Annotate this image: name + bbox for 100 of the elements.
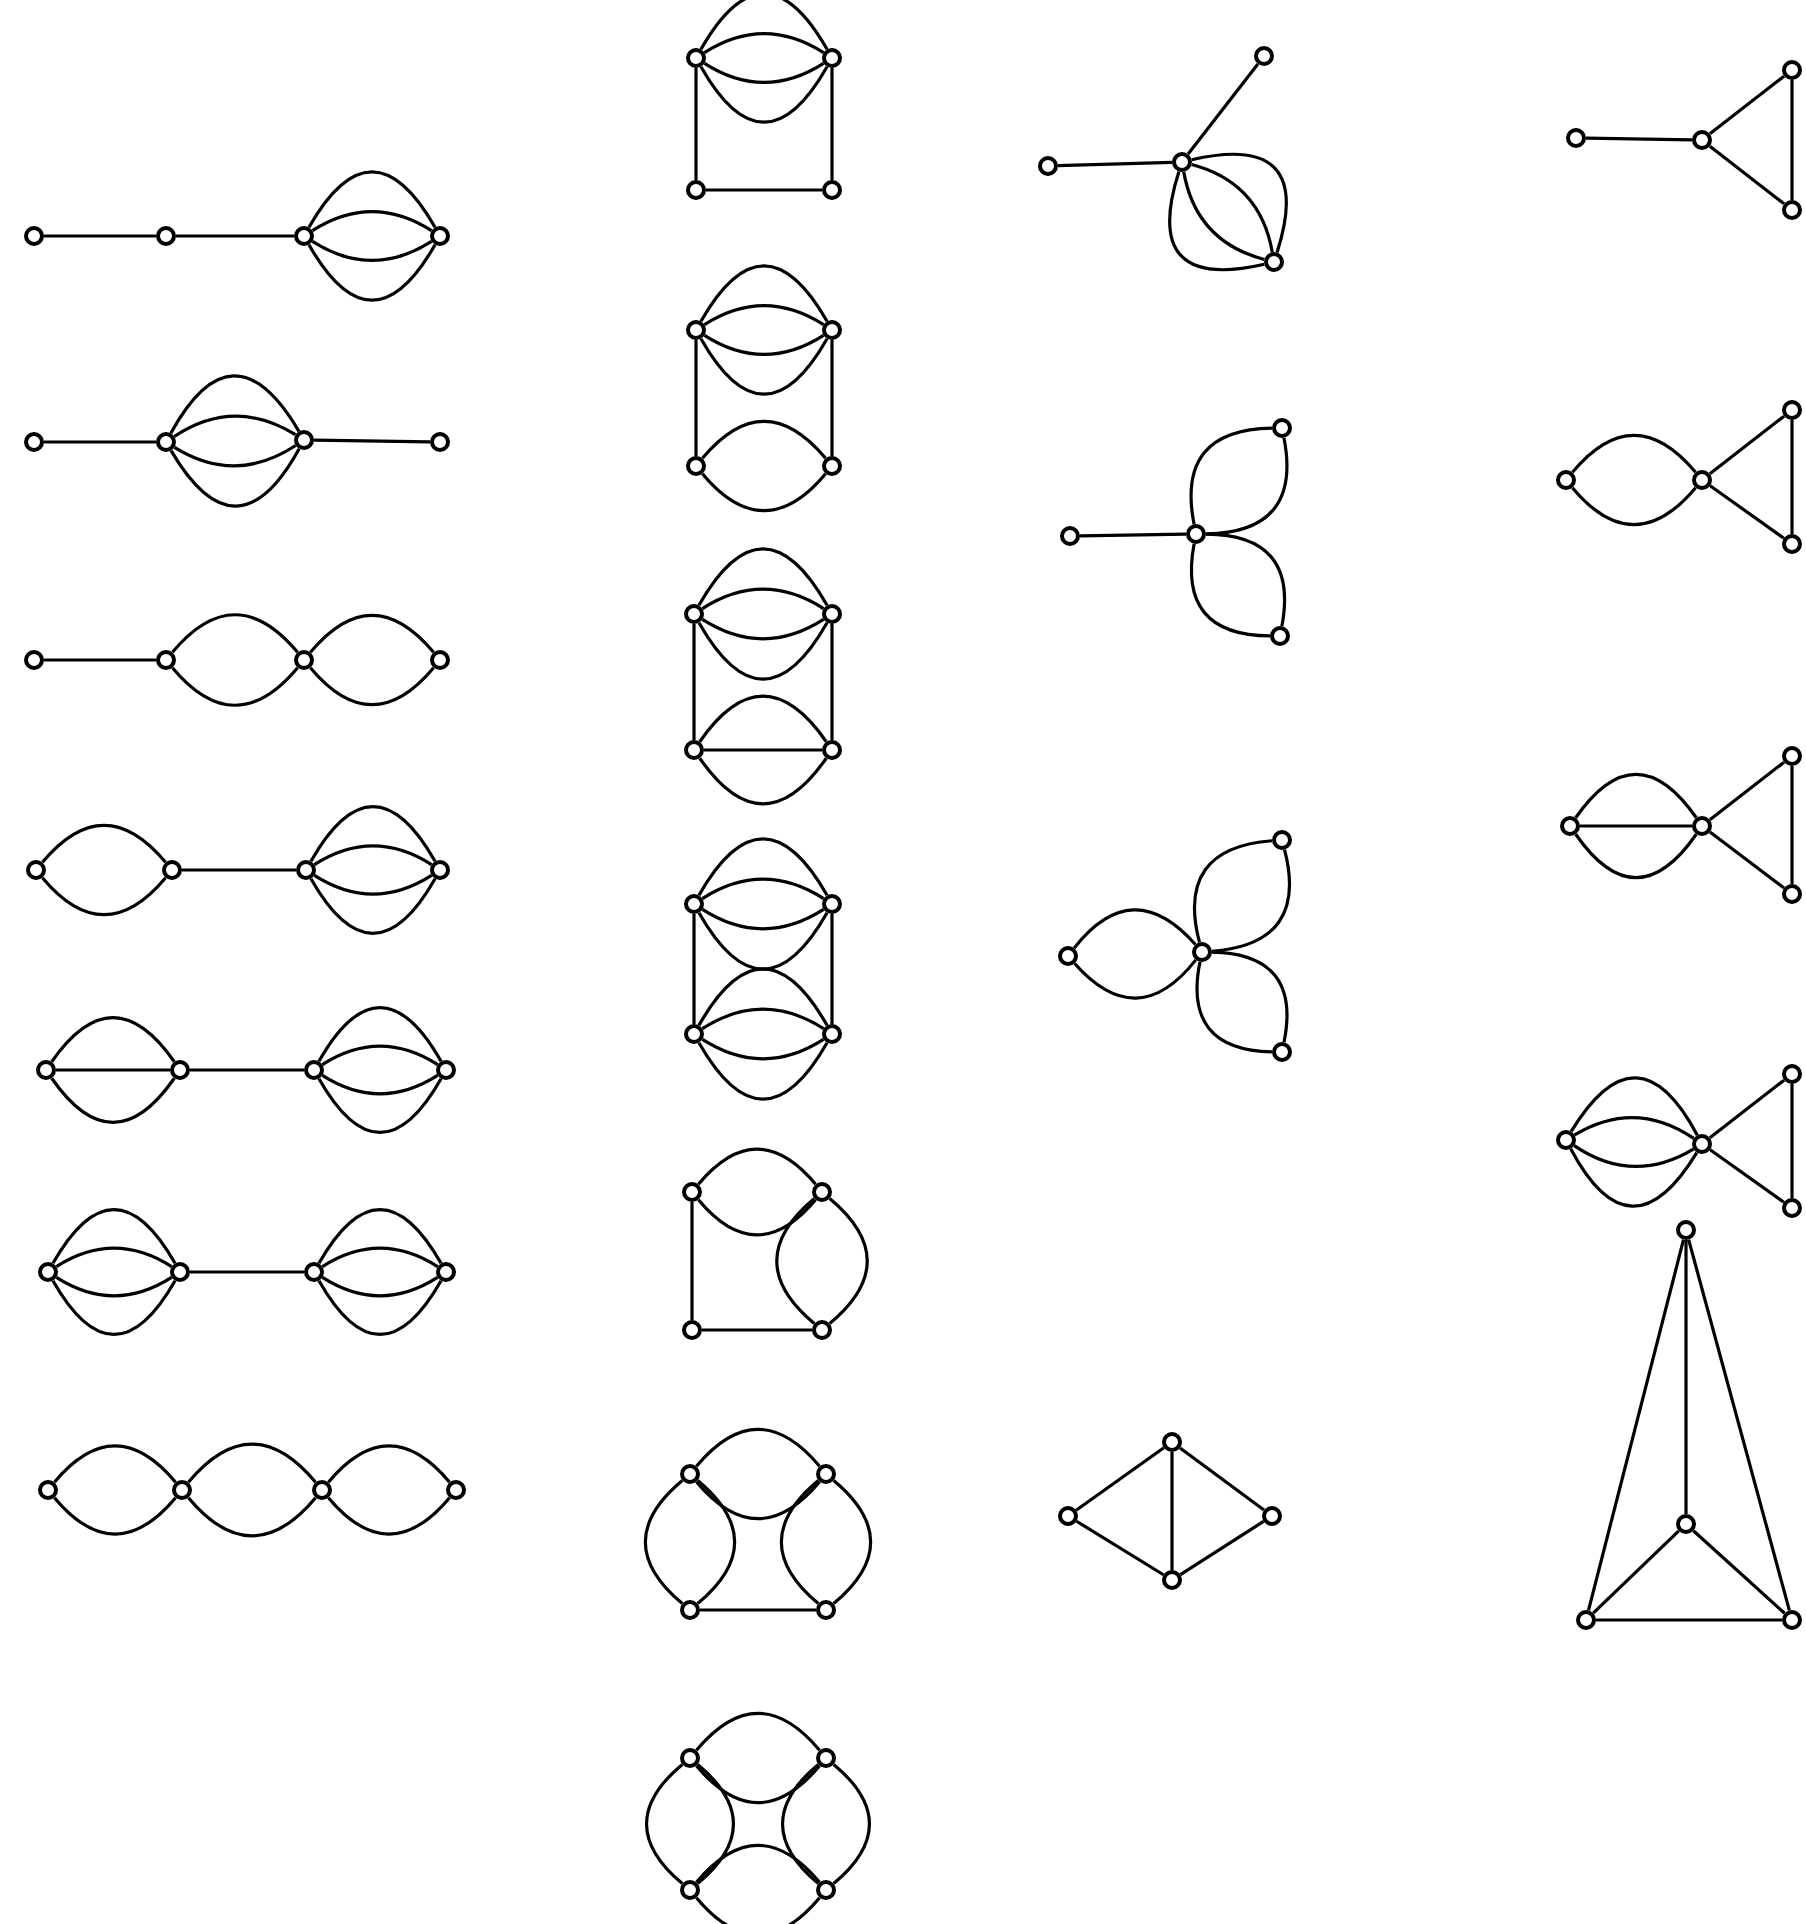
edge-line	[51, 1279, 177, 1336]
edge-line	[697, 1147, 817, 1186]
edge-line	[317, 1006, 443, 1063]
edge-line	[1708, 74, 1786, 136]
edge-line	[830, 624, 834, 740]
edge-line	[44, 234, 156, 238]
edge-line	[1790, 766, 1794, 884]
edge-line	[190, 1270, 304, 1274]
edge-line	[1170, 1452, 1174, 1570]
edge-line	[703, 62, 825, 84]
edge-line	[697, 547, 829, 607]
edge-line	[828, 1197, 869, 1325]
edge-line	[704, 748, 822, 752]
edge-line	[313, 844, 433, 866]
edge-line	[313, 874, 433, 896]
edge-line	[1057, 160, 1173, 168]
edge-line	[1189, 543, 1271, 638]
edge-line	[694, 340, 698, 456]
edge-line	[1075, 1519, 1165, 1577]
edge-line	[55, 1246, 173, 1268]
edge-line	[692, 914, 696, 1024]
edge-line	[1079, 532, 1187, 538]
edge-line	[187, 1496, 317, 1538]
edge-line	[1708, 144, 1786, 206]
edge-line	[1186, 62, 1260, 156]
edge-line	[190, 1068, 304, 1072]
edge-line	[309, 805, 437, 863]
edge-line	[699, 0, 829, 51]
edge-line	[775, 1197, 816, 1325]
edge-line	[697, 621, 829, 681]
edge-line	[695, 1896, 821, 1924]
edge-line	[697, 1198, 817, 1237]
edge-line	[643, 1479, 684, 1605]
edge-line	[1709, 830, 1785, 890]
edge-line	[1189, 426, 1273, 525]
edge-line	[1574, 833, 1698, 880]
edge-line	[695, 1480, 821, 1521]
edge-line	[830, 914, 834, 1024]
edge-line	[830, 340, 834, 456]
edge-line	[1585, 136, 1693, 142]
edge-line	[1179, 1520, 1265, 1576]
edge-line	[44, 658, 156, 662]
edge-line	[644, 1763, 684, 1885]
edge-line	[694, 68, 698, 180]
edge-line	[1205, 437, 1289, 536]
edge-line	[1569, 1076, 1699, 1136]
edge-line	[1168, 171, 1265, 272]
edge-line	[1709, 484, 1785, 540]
edge-line	[173, 444, 297, 468]
edge-line	[1179, 1446, 1265, 1512]
edge-line	[699, 337, 829, 396]
edge-line	[171, 613, 299, 654]
edge-line	[317, 1279, 443, 1336]
edge-line	[321, 1246, 439, 1268]
edge-line	[1586, 1239, 1686, 1611]
edge-line	[1195, 961, 1273, 1054]
edge-line	[1571, 433, 1697, 474]
edge-line	[832, 1763, 872, 1885]
edge-line	[696, 1479, 737, 1605]
edge-line	[1790, 1084, 1794, 1198]
edge-line	[1709, 1148, 1785, 1204]
edge-line	[830, 68, 834, 180]
edge-line	[701, 587, 825, 610]
edge-line	[701, 419, 827, 460]
edge-line	[1569, 1148, 1699, 1208]
edge-line	[1072, 908, 1197, 950]
edge-line	[317, 1077, 443, 1134]
edge-line	[701, 1007, 825, 1030]
edge-line	[1790, 80, 1794, 200]
edge-line	[50, 1016, 176, 1063]
edge-line	[311, 240, 433, 262]
edge-line	[1571, 486, 1697, 527]
edge-line	[699, 65, 829, 124]
edge-line	[50, 1077, 176, 1124]
edge-line	[1573, 1144, 1695, 1168]
edge-line	[706, 188, 822, 192]
edge-line	[696, 1763, 736, 1885]
edge-line	[697, 837, 829, 897]
edge-line	[309, 666, 435, 707]
edge-line	[699, 264, 829, 323]
edge-line	[171, 666, 299, 707]
edge-line	[182, 868, 296, 872]
edge-line	[313, 438, 431, 444]
edge-line	[1692, 1529, 1786, 1615]
edge-line	[779, 1479, 820, 1605]
edge-line	[695, 1427, 821, 1468]
edge-line	[703, 32, 825, 54]
edge-line	[44, 440, 156, 444]
edge-line	[51, 1208, 177, 1265]
edge-line	[53, 1496, 177, 1536]
edge-line	[1708, 414, 1786, 476]
edge-line	[1790, 420, 1794, 534]
edge-line	[695, 1711, 821, 1752]
edge-line	[173, 414, 297, 438]
edge-line	[309, 877, 437, 935]
edge-line	[321, 1044, 439, 1066]
edge-line	[698, 694, 828, 743]
edge-line	[701, 618, 825, 641]
edge-line	[309, 613, 435, 654]
edge-line	[697, 1041, 829, 1101]
